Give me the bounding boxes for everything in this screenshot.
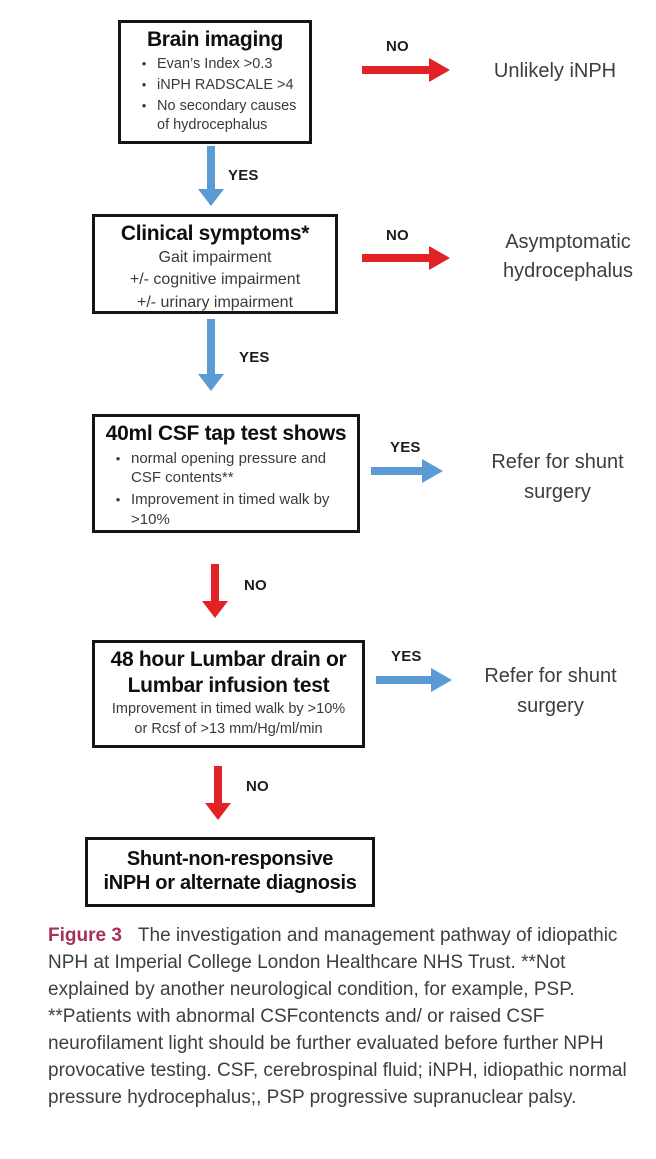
arrow-head [429, 58, 450, 82]
arrow-head [202, 601, 228, 618]
bullet-item: No secondary causes of hydrocephalus [131, 97, 303, 135]
bullet-text: Evan’s Index >0.3 [157, 55, 273, 72]
flow-box-final-diagnosis: Shunt-non-responsive iNPH or alternate d… [85, 837, 375, 907]
arrow-shaft [362, 66, 429, 74]
bullet-icon [131, 97, 157, 135]
bullet-item: Evan’s Index >0.3 [131, 55, 303, 74]
bullet-icon [131, 76, 157, 95]
arrow-shaft [207, 319, 215, 374]
arrow-shaft [207, 146, 215, 189]
no-label: NO [244, 577, 267, 594]
arrow-shaft [376, 676, 431, 684]
no-label: NO [386, 38, 409, 55]
box-title-line: iNPH or alternate diagnosis [103, 872, 357, 895]
figure-caption-text: The investigation and management pathway… [48, 925, 627, 1108]
bullet-text: Improvement in timed walk by >10% [131, 491, 330, 528]
bullet-icon [105, 490, 131, 530]
bullet-item: normal opening pressure and CSF contents… [105, 449, 351, 489]
outcome-unlikely-inph: Unlikely iNPH [493, 60, 617, 82]
flow-box-lumbar-drain: 48 hour Lumbar drain or Lumbar infusion … [92, 640, 365, 748]
no-label: NO [246, 778, 269, 795]
box-line: Gait impairment [158, 248, 272, 266]
yes-arrow-right-icon [376, 668, 452, 692]
arrow-shaft [214, 766, 222, 803]
flow-box-clinical-symptoms: Clinical symptoms* Gait impairment +/- c… [92, 214, 338, 314]
box-line: or Rcsf of >13 mm/Hg/ml/min [134, 720, 323, 737]
arrow-head [198, 374, 224, 391]
bullet-text: No secondary causes of hydrocephalus [157, 97, 297, 133]
no-label: NO [386, 227, 409, 244]
flow-box-csf-tap-test: 40ml CSF tap test shows normal opening p… [92, 414, 360, 533]
outcome-line: Asymptomatic [505, 231, 631, 253]
no-arrow-right-icon [362, 246, 450, 270]
arrow-shaft [362, 254, 429, 262]
yes-label: YES [390, 439, 421, 456]
bullet-text: iNPH RADSCALE >4 [157, 76, 294, 93]
yes-arrow-down-icon [198, 146, 224, 206]
outcome-line: surgery [524, 481, 591, 503]
arrow-head [429, 246, 450, 270]
box-title: Brain imaging [146, 28, 284, 51]
box-line: +/- urinary impairment [136, 294, 294, 312]
yes-label: YES [228, 167, 259, 184]
yes-label: YES [239, 349, 270, 366]
arrow-head [198, 189, 224, 206]
box-title-line: Lumbar infusion test [127, 673, 330, 697]
figure-caption-label: Figure 3 [48, 925, 122, 946]
bullet-list: normal opening pressure and CSF contents… [95, 449, 357, 530]
arrow-head [422, 459, 443, 483]
box-title-line: 48 hour Lumbar drain or [110, 648, 347, 671]
arrow-head [431, 668, 452, 692]
no-arrow-down-icon [205, 766, 231, 820]
outcome-line: Refer for shunt [484, 665, 617, 687]
arrow-head [205, 803, 231, 820]
box-title-line: Shunt-non-responsive [126, 848, 334, 870]
box-title: 40ml CSF tap test shows [105, 422, 347, 445]
no-arrow-right-icon [362, 58, 450, 82]
box-title: Clinical symptoms* [120, 222, 310, 245]
yes-label: YES [391, 648, 422, 665]
flow-box-brain-imaging: Brain imaging Evan’s Index >0.3 iNPH RAD… [118, 20, 312, 144]
outcome-line: Refer for shunt [491, 451, 624, 473]
box-line: Improvement in timed walk by >10% [111, 701, 346, 718]
bullet-item: iNPH RADSCALE >4 [131, 76, 303, 95]
bullet-text: normal opening pressure and CSF contents… [131, 449, 327, 487]
yes-arrow-down-icon [198, 319, 224, 391]
outcome-refer-shunt-surgery: Refer for shunt surgery [458, 661, 643, 721]
bullet-icon [105, 449, 131, 489]
arrow-shaft [371, 467, 422, 475]
outcome-line: surgery [517, 695, 584, 717]
bullet-item: Improvement in timed walk by >10% [105, 490, 351, 530]
bullet-list: Evan’s Index >0.3 iNPH RADSCALE >4 No se… [121, 55, 309, 136]
no-arrow-down-icon [202, 564, 228, 618]
arrow-shaft [211, 564, 219, 601]
box-line: +/- cognitive impairment [129, 271, 301, 289]
yes-arrow-right-icon [371, 459, 443, 483]
bullet-icon [131, 55, 157, 74]
outcome-refer-shunt-surgery: Refer for shunt surgery [465, 447, 650, 507]
outcome-line: hydrocephalus [502, 260, 634, 282]
outcome-asymptomatic-hydrocephalus: Asymptomatic hydrocephalus [468, 228, 656, 286]
